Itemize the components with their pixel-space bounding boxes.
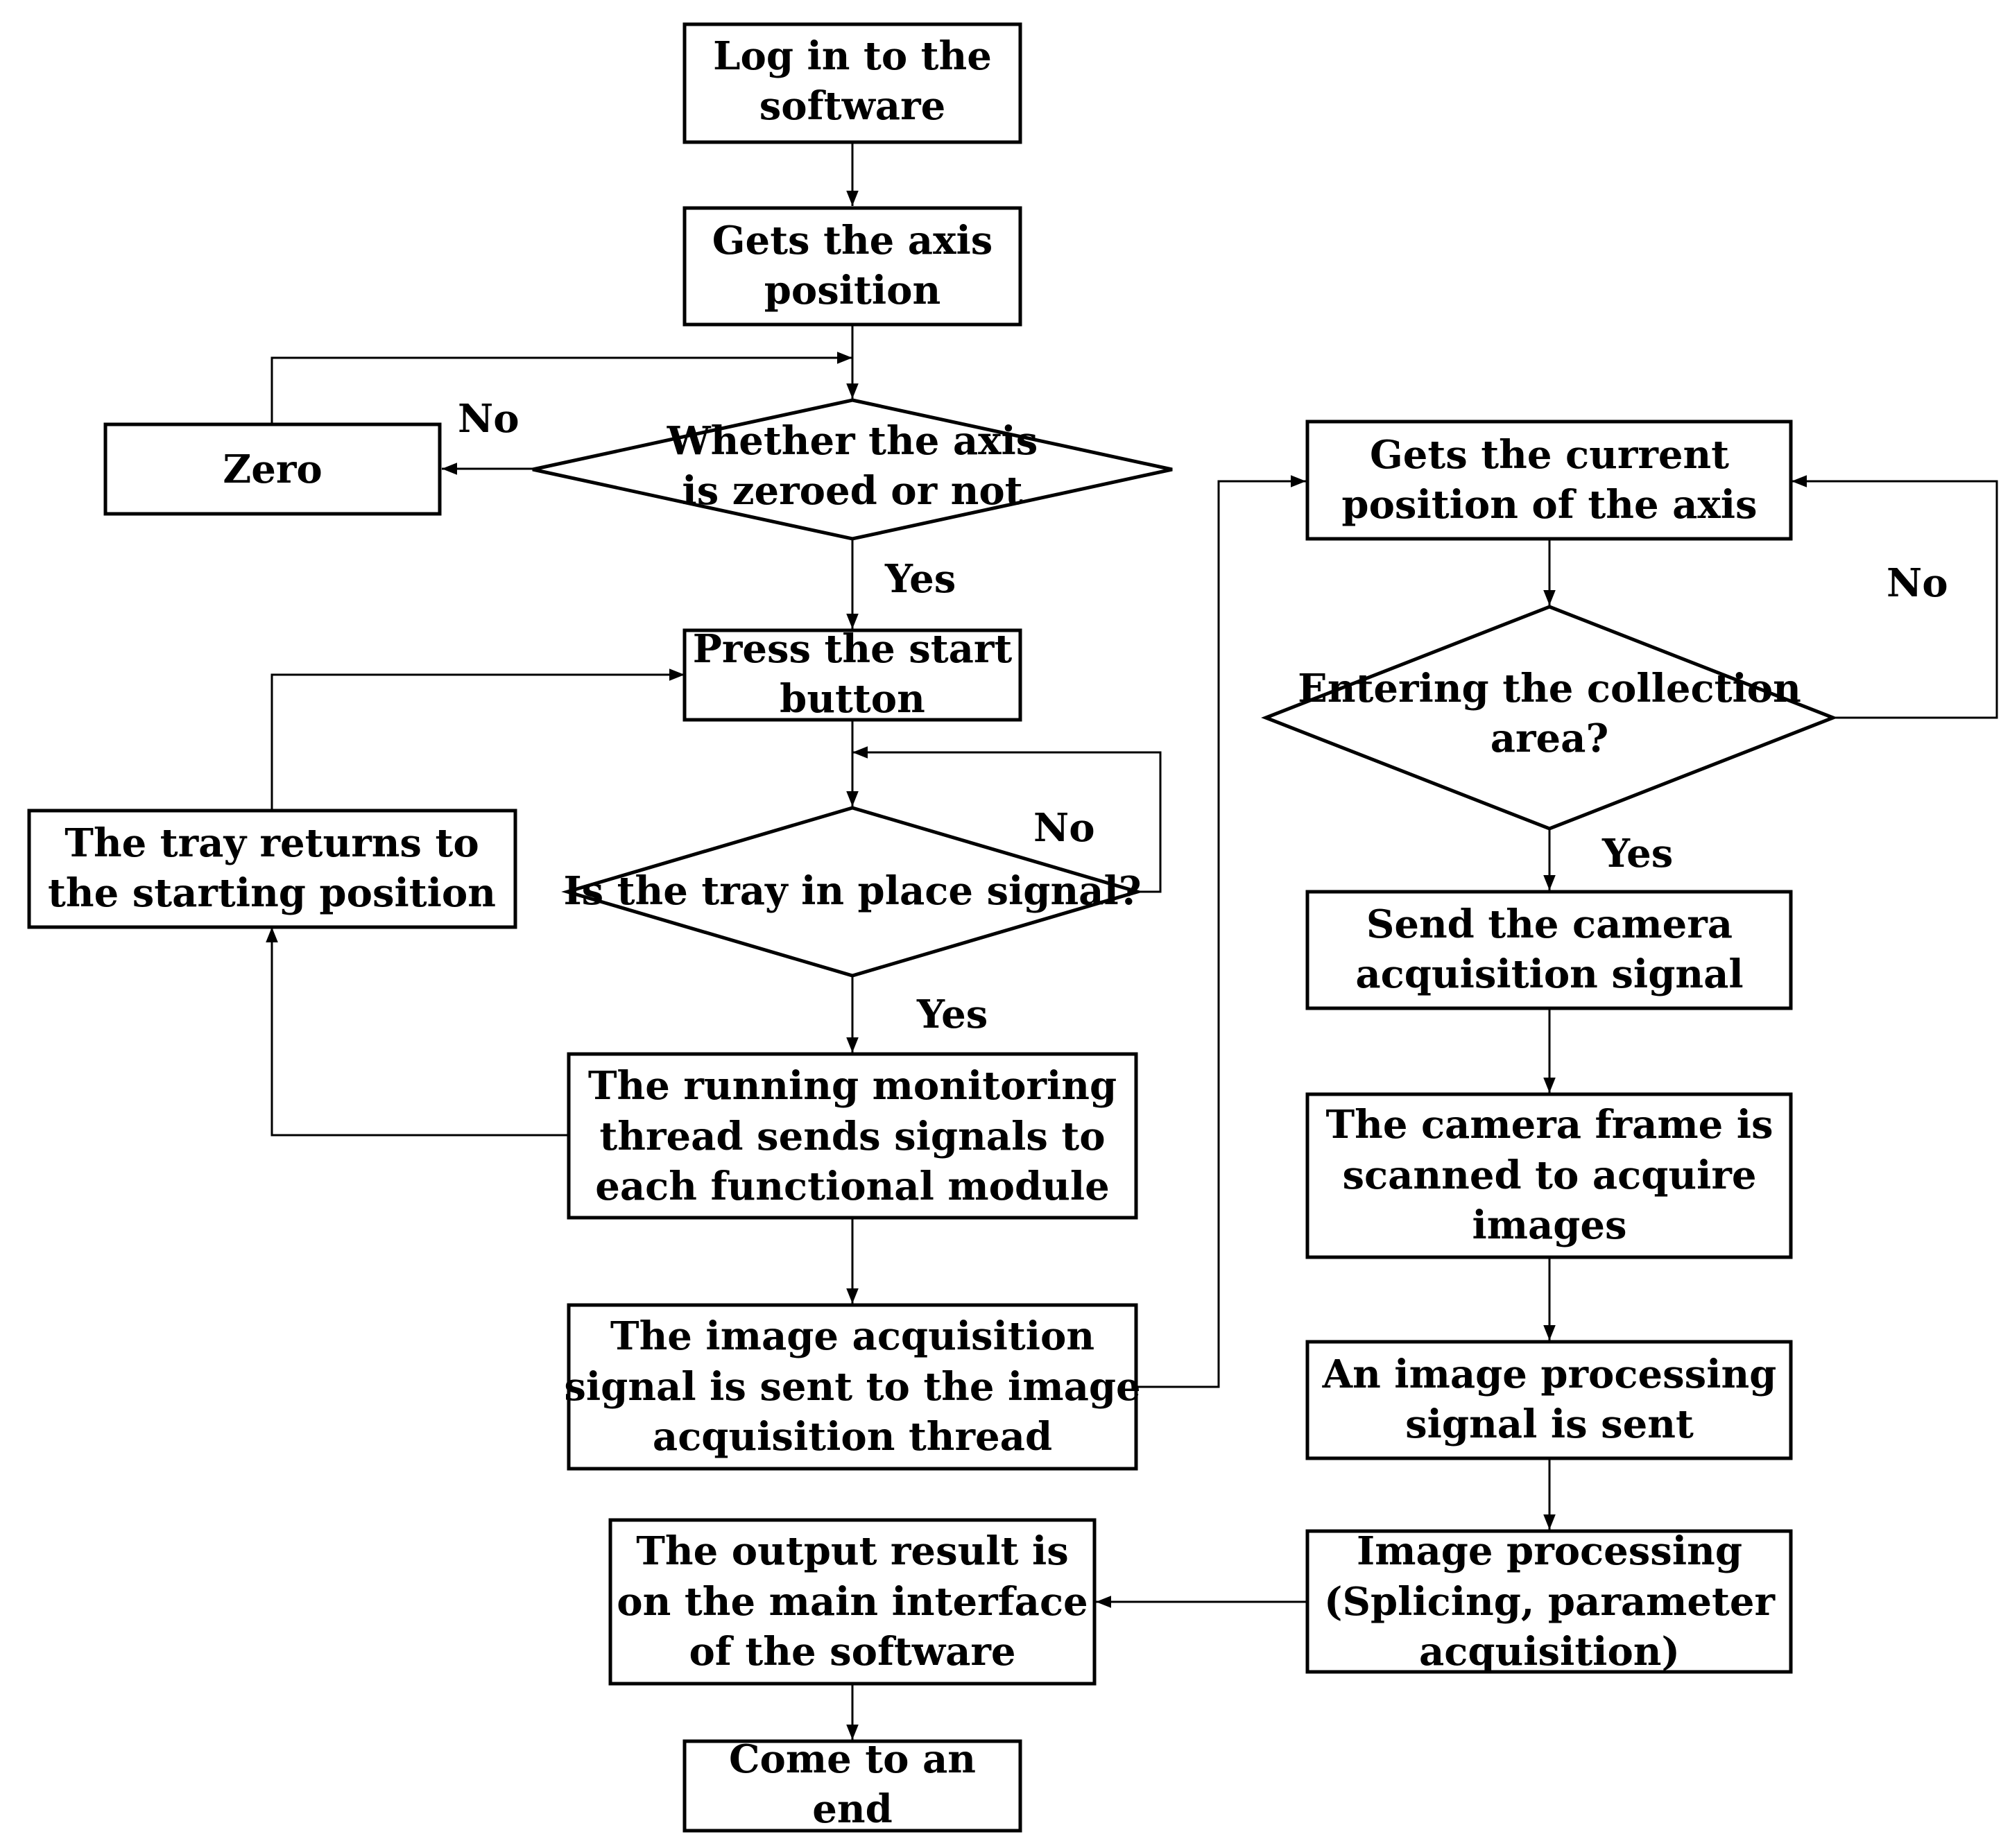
node-acq-signal-line-1: The image acquisition — [610, 1313, 1094, 1359]
node-end: Come to an end — [682, 1736, 1022, 1833]
node-proc-signal-line-1: An image processing — [1322, 1352, 1777, 1397]
label-tray-yes: Yes — [916, 992, 988, 1037]
node-zeroed-decision-line-1: Whether the axis — [667, 418, 1038, 464]
node-end-line-2: end — [812, 1786, 893, 1832]
node-acq-signal-line-3: acquisition thread — [653, 1414, 1052, 1460]
edge-monitoring-to-tray-returns — [266, 927, 569, 1137]
label-zeroed-no: No — [458, 396, 519, 442]
node-camera-signal-line-2: acquisition signal — [1355, 951, 1743, 997]
edge-tray-no-loop — [852, 746, 1162, 893]
node-tray-returns-line-1: The tray returns to — [65, 820, 479, 866]
node-start-button: Press the start button — [682, 626, 1022, 722]
node-processing-line-1: Image processing — [1357, 1528, 1742, 1574]
connectors — [266, 144, 1998, 1740]
node-camera-scan-line-3: images — [1472, 1202, 1626, 1248]
node-current-pos-line-1: Gets the current — [1370, 432, 1729, 478]
node-start-button-line-1: Press the start — [693, 626, 1013, 672]
node-processing-line-2: (Splicing, parameter — [1324, 1579, 1776, 1625]
node-area-decision-line-1: Entering the collection — [1298, 666, 1801, 711]
node-login: Log in to the software — [682, 22, 1022, 144]
node-login-line-2: software — [759, 83, 945, 129]
node-processing-line-3: acquisition) — [1419, 1629, 1680, 1675]
node-axis-position-line-1: Gets the axis — [712, 218, 993, 264]
node-acq-signal-line-2: signal is sent to the image — [564, 1364, 1140, 1410]
label-tray-no: No — [1033, 805, 1095, 851]
label-zeroed-yes: Yes — [884, 556, 956, 602]
node-zeroed-decision-line-2: is zeroed or not — [682, 468, 1022, 514]
edge-labels: No Yes No Yes No Yes — [458, 396, 1948, 1037]
node-tray-returns-line-2: the starting position — [48, 870, 496, 916]
node-camera-scan: The camera frame is scanned to acquire i… — [1305, 1092, 1793, 1259]
node-login-line-1: Log in to the — [713, 33, 992, 79]
node-axis-position: Gets the axis position — [682, 206, 1022, 327]
node-camera-signal: Send the camera acquisition signal — [1305, 890, 1793, 1010]
node-tray-decision-label: Is the tray in place signal? — [563, 868, 1141, 914]
node-output-line-2: on the main interface — [617, 1579, 1088, 1625]
edge-tray-returns-to-start — [270, 668, 685, 811]
node-monitoring-line-1: The running monitoring — [588, 1063, 1117, 1109]
node-camera-scan-line-1: The camera frame is — [1325, 1102, 1773, 1148]
node-zeroed-decision: Whether the axis is zeroed or not — [532, 398, 1173, 541]
node-acq-signal: The image acquisition signal is sent to … — [564, 1303, 1141, 1471]
node-end-line-1: Come to an — [729, 1736, 976, 1782]
node-camera-signal-line-1: Send the camera — [1366, 901, 1733, 947]
node-tray-decision: Is the tray in place signal? — [561, 806, 1144, 978]
node-monitoring-line-2: thread sends signals to — [599, 1114, 1105, 1159]
node-current-pos-line-2: position of the axis — [1341, 482, 1757, 528]
node-output-line-1: The output result is — [636, 1528, 1069, 1574]
label-area-yes: Yes — [1601, 831, 1673, 876]
node-current-pos: Gets the current position of the axis — [1305, 420, 1793, 541]
node-processing: Image processing (Splicing, parameter ac… — [1305, 1528, 1793, 1675]
edge-zero-loop-back — [270, 352, 852, 424]
node-output-line-3: of the software — [689, 1629, 1015, 1675]
node-area-decision: Entering the collection area? — [1261, 605, 1838, 831]
label-area-no: No — [1887, 560, 1948, 606]
node-start-button-line-2: button — [780, 676, 925, 722]
node-proc-signal-line-2: signal is sent — [1405, 1401, 1694, 1447]
node-monitoring-line-3: each functional module — [595, 1164, 1109, 1209]
node-area-decision-line-2: area? — [1491, 716, 1609, 761]
node-proc-signal: An image processing signal is sent — [1305, 1340, 1793, 1460]
node-output: The output result is on the main interfa… — [608, 1518, 1097, 1686]
edge-acq-to-current-pos — [1136, 475, 1306, 1388]
node-monitoring: The running monitoring thread sends sign… — [567, 1052, 1138, 1220]
edge-area-no-loop — [1792, 475, 1998, 719]
node-tray-returns: The tray returns to the starting positio… — [27, 809, 517, 929]
node-zero-label: Zero — [223, 447, 322, 492]
node-zero: Zero — [103, 422, 442, 516]
node-axis-position-line-2: position — [764, 268, 941, 313]
node-camera-scan-line-2: scanned to acquire — [1343, 1152, 1757, 1198]
